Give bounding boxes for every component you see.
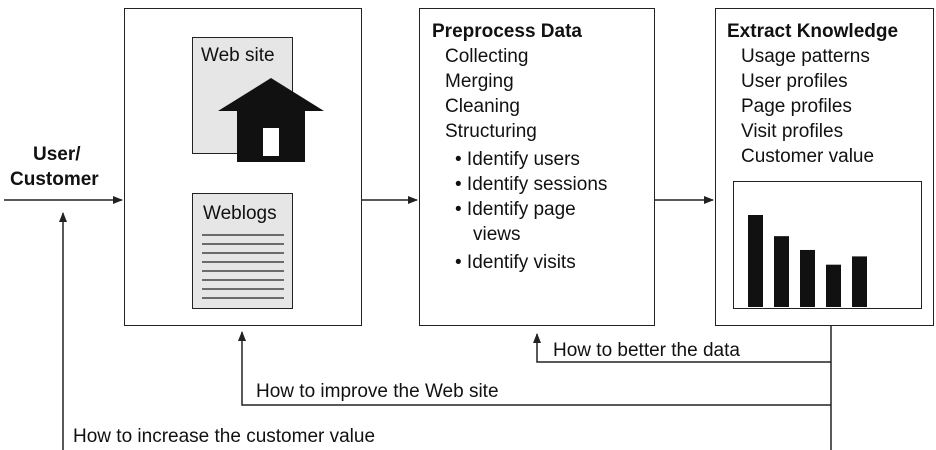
preprocess-box xyxy=(419,8,655,326)
extract-item: Customer value xyxy=(741,146,875,167)
extract-item: Usage patterns xyxy=(741,46,870,67)
feedback-customer-label: How to increase the customer value xyxy=(73,426,376,447)
website-label: Web site xyxy=(201,45,275,66)
preprocess-title: Preprocess Data xyxy=(432,21,582,42)
preprocess-bullet-continuation: views xyxy=(473,224,521,245)
chart-bar xyxy=(800,249,815,307)
document-lines-icon xyxy=(202,234,284,299)
actor-label-line2: Customer xyxy=(10,169,99,190)
feedback-data-arrow xyxy=(533,333,831,363)
preprocess-step: Merging xyxy=(445,71,514,92)
bar-chart xyxy=(748,215,867,307)
preprocess-step: Structuring xyxy=(445,121,537,142)
bar-chart-panel xyxy=(733,181,922,309)
chart-bar xyxy=(774,236,789,307)
weblogs-panel xyxy=(192,193,293,309)
extract-item: Page profiles xyxy=(741,96,852,117)
actor-label-line1: User/ xyxy=(33,144,81,165)
feedback-website-arrow xyxy=(238,331,831,406)
preprocess-bullet: • Identify sessions xyxy=(455,174,608,195)
extract-title: Extract Knowledge xyxy=(727,21,899,42)
chart-bar xyxy=(852,256,867,307)
extract-item: User profiles xyxy=(741,71,848,92)
house-icon xyxy=(218,78,324,162)
preprocess-step: Cleaning xyxy=(445,96,520,117)
weblogs-label: Weblogs xyxy=(203,203,277,224)
preprocess-step: Collecting xyxy=(445,46,529,67)
preprocess-bullet: • Identify users xyxy=(455,149,580,170)
preprocess-bullet: • Identify visits xyxy=(455,252,576,273)
feedback-data-label: How to better the data xyxy=(553,340,740,361)
preprocess-bullet: • Identify page xyxy=(455,199,576,220)
chart-bar xyxy=(826,264,841,307)
feedback-website-label: How to improve the Web site xyxy=(256,381,499,402)
chart-bar xyxy=(748,215,763,307)
extract-item: Visit profiles xyxy=(741,121,844,142)
